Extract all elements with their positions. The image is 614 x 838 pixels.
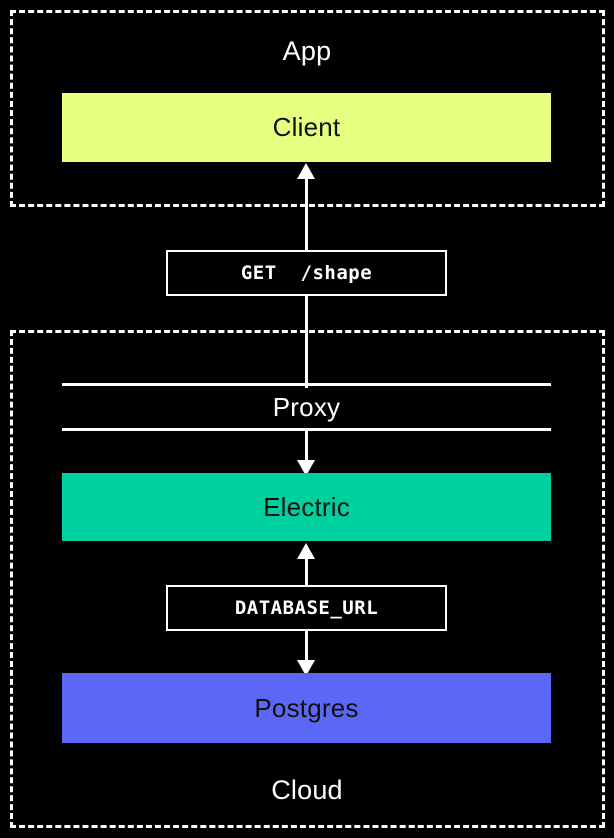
connector-database-url-to-electric <box>305 546 308 606</box>
node-proxy[interactable]: Proxy <box>62 383 551 431</box>
arrowhead-down-to-postgres-icon <box>297 660 315 676</box>
arrowhead-up-to-client-icon <box>297 163 315 179</box>
connector-proxy-to-electric <box>305 428 308 476</box>
edge-label-database-url[interactable]: DATABASE_URL <box>166 585 447 631</box>
node-postgres-label: Postgres <box>254 692 359 723</box>
connector-get-shape-to-client <box>305 168 308 288</box>
connector-database-url-to-postgres <box>305 605 308 675</box>
arrowhead-up-to-electric-icon <box>297 543 315 559</box>
node-postgres[interactable]: Postgres <box>62 673 551 743</box>
node-client-label: Client <box>272 112 341 142</box>
node-client[interactable]: Client <box>62 93 551 162</box>
edge-label-get-shape[interactable]: GET /shape <box>166 250 447 296</box>
edge-label-get-shape-text: GET /shape <box>240 262 373 284</box>
connector-proxy-to-get-shape <box>305 270 308 388</box>
node-proxy-label: Proxy <box>272 391 341 422</box>
arrowhead-down-to-electric-icon <box>297 460 315 476</box>
region-cloud-title: Cloud <box>271 775 343 805</box>
edge-label-database-url-text: DATABASE_URL <box>234 597 379 619</box>
region-app-title: App <box>282 36 332 66</box>
node-electric[interactable]: Electric <box>62 473 551 541</box>
node-electric-label: Electric <box>263 491 350 522</box>
